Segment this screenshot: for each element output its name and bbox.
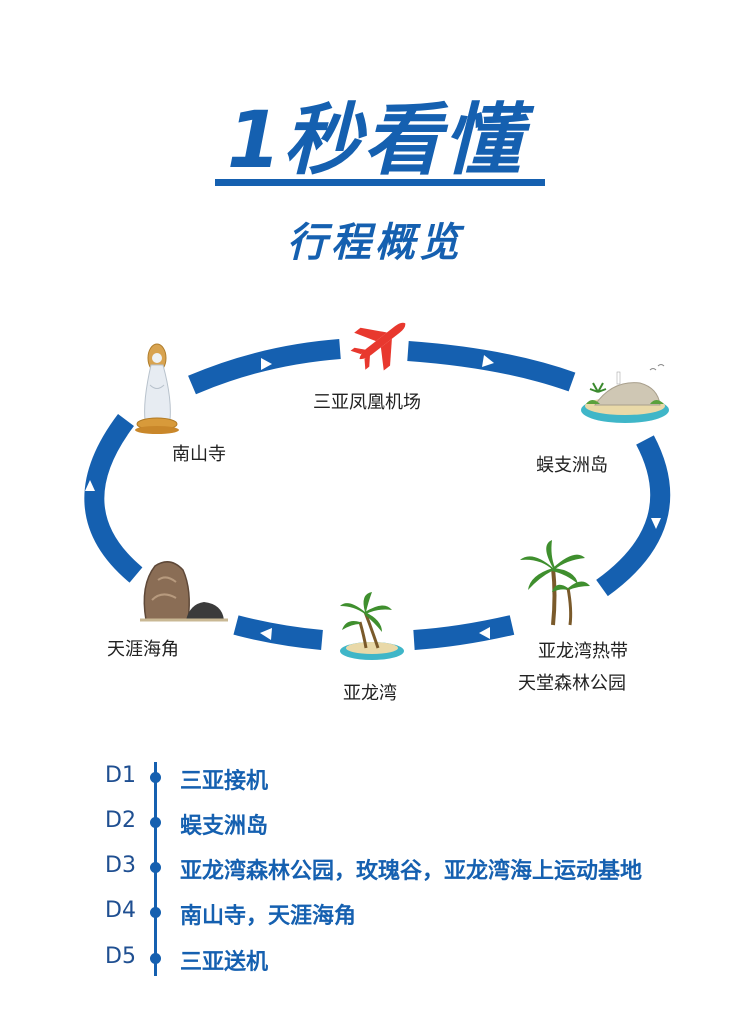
- island-icon: [581, 364, 669, 423]
- loop-segment-yalong-to-tianya: [233, 615, 323, 650]
- rock-icon: [140, 561, 228, 622]
- loop-segment-forest-to-yalong: [413, 615, 515, 650]
- direction-arrow: [260, 628, 272, 640]
- place-label-wuzhizhou: 蜈支洲岛: [536, 455, 608, 476]
- direction-arrow: [651, 518, 661, 529]
- direction-arrows: [85, 355, 661, 640]
- palm-island-icon: [340, 592, 404, 660]
- loop-segment-tianya-to-nanshan: [84, 413, 143, 583]
- direction-arrow: [261, 358, 272, 370]
- loop-segment-airport-to-island: [407, 341, 576, 392]
- place-label-airport: 三亚凤凰机场: [313, 392, 421, 413]
- page-title: 1秒看懂: [226, 96, 524, 186]
- place-label-yalong-bay: 亚龙湾: [343, 683, 397, 704]
- guanyin-statue-icon: [135, 343, 179, 434]
- place-label-nanshan-temple: 南山寺: [172, 444, 226, 465]
- loop-segment-island-to-forest: [596, 435, 671, 597]
- title-underline: [215, 179, 545, 186]
- palm-trees-icon: [520, 540, 590, 626]
- page-subtitle: 行程概览: [287, 220, 463, 266]
- direction-arrow: [85, 480, 95, 491]
- airplane-icon: [350, 322, 406, 371]
- direction-arrow: [479, 627, 490, 639]
- place-label-forest-park-line1: 亚龙湾热带: [538, 641, 628, 662]
- place-label-tianya-haijiao: 天涯海角: [107, 639, 179, 660]
- place-label-forest-park-line2: 天堂森林公园: [518, 673, 626, 694]
- direction-arrow: [482, 355, 494, 367]
